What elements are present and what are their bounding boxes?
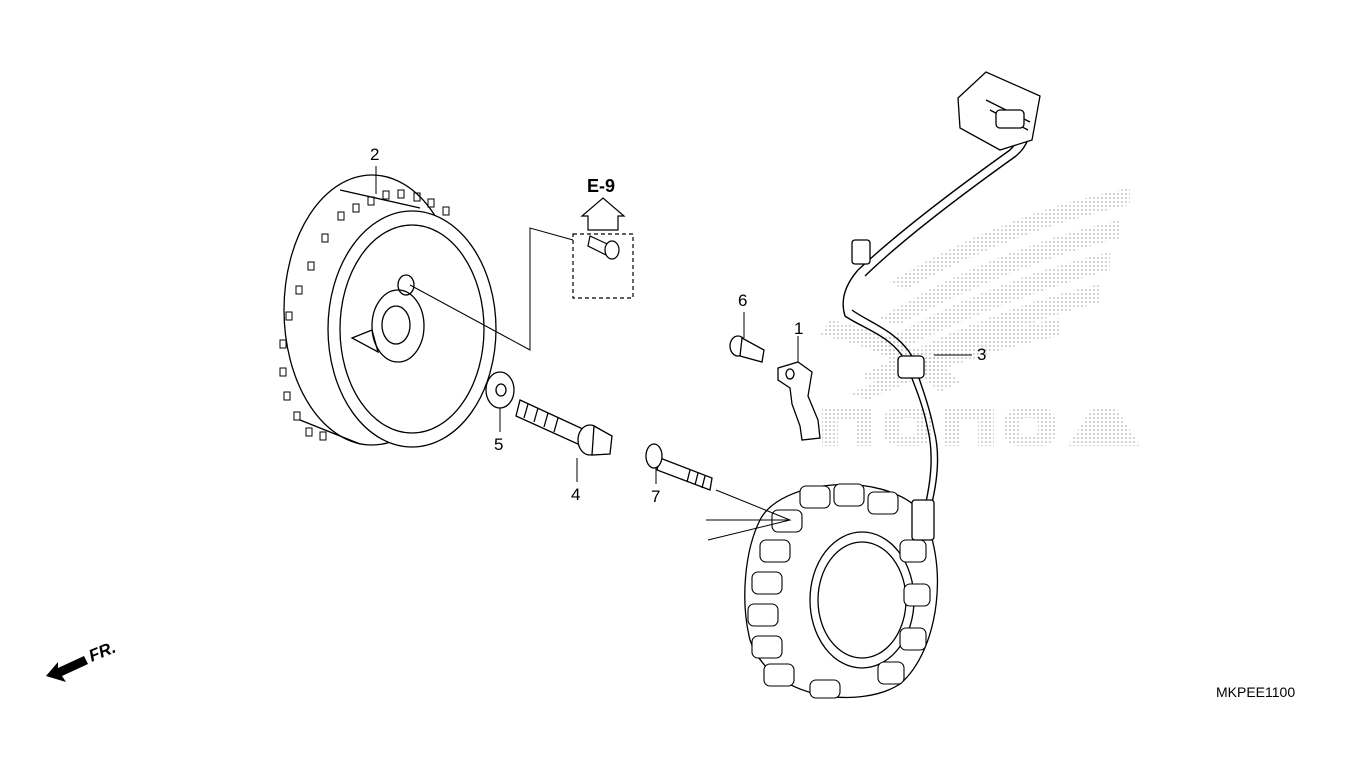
harness-coupler [957,71,1041,151]
honda-wing-watermark [820,188,1130,400]
wire-stay-bracket [777,361,821,441]
reference-section-label[interactable]: E-9 [587,176,616,196]
stator-coils [747,483,931,699]
front-direction-arrow-icon [46,656,88,682]
part-label-5[interactable]: 5 [494,435,504,454]
washer [485,371,515,409]
honda-wordmark-watermark [822,408,1140,446]
part-label-4[interactable]: 4 [571,485,581,504]
stator-bolt [645,443,713,491]
flange-bolt-long [515,399,613,456]
part-label-7[interactable]: 7 [651,487,661,506]
arrow-up-icon [580,197,626,231]
part-label-3[interactable]: 3 [977,345,987,364]
part-label-2[interactable]: 2 [370,145,380,164]
part-label-6[interactable]: 6 [738,291,748,310]
flange-bolt-small [729,335,765,363]
reference-box [572,197,634,299]
flywheel-rotor [279,174,497,448]
flywheel-teeth [279,189,450,441]
leader-lines [375,166,972,541]
part-label-1[interactable]: 1 [794,319,804,338]
diagram-code: MKPEE1100 [1216,684,1296,700]
stator-assembly [744,71,1041,699]
